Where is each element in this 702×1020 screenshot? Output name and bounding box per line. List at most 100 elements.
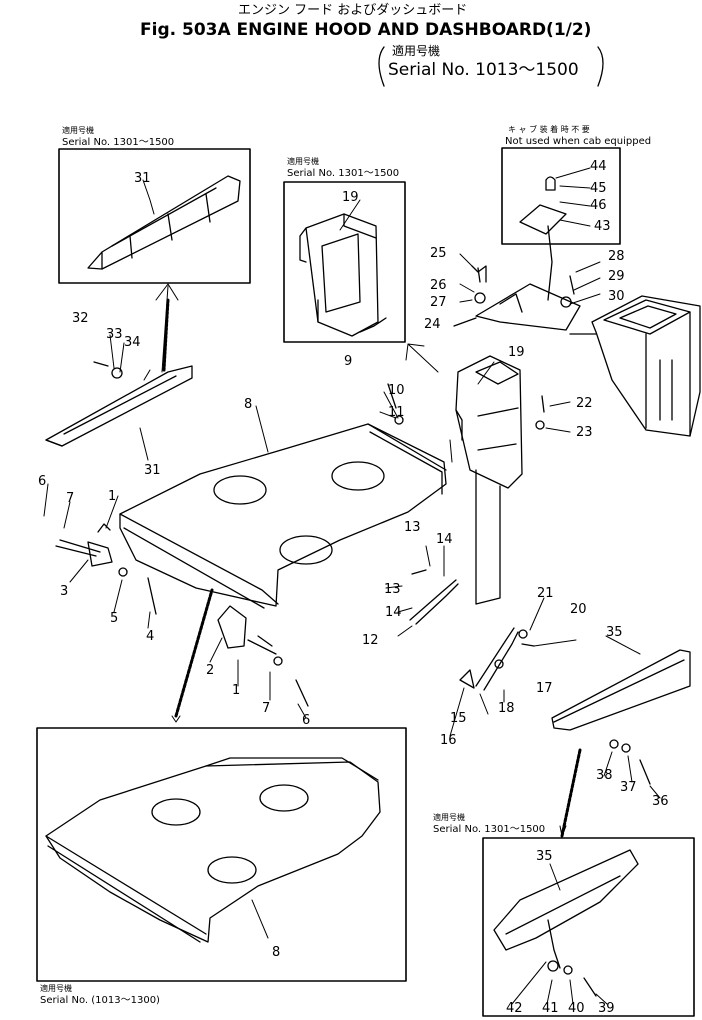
- callout-number: 5: [110, 611, 118, 626]
- hinge-right: [217, 605, 277, 655]
- callout-number: 13: [384, 582, 401, 597]
- callout-number: 18: [498, 701, 515, 716]
- callout-number: 30: [608, 289, 625, 304]
- callout-number: 2: [206, 663, 214, 678]
- callout-layer: 1123456677889101112131314141516171819192…: [38, 159, 669, 1016]
- callout-number: 20: [570, 602, 587, 617]
- inset-top-right-jp: キ ャ ブ 装 着 時 不 要: [508, 125, 590, 134]
- callout-number: 7: [66, 491, 74, 506]
- callout-number: 4: [146, 629, 154, 644]
- callout-number: 42: [506, 1001, 523, 1016]
- bracket-19-inset: [299, 213, 387, 337]
- callout-number: 44: [590, 159, 607, 174]
- callout-number: 36: [652, 794, 669, 809]
- callout-number: 31: [144, 463, 161, 478]
- callout-number: 27: [430, 295, 447, 310]
- inset-bottom-left-jp: 適用号機: [40, 984, 72, 993]
- callout-number: 17: [536, 681, 553, 696]
- callout-number: 26: [430, 278, 447, 293]
- inset-box-bottom-right: [482, 837, 695, 1017]
- callout-number: 3: [60, 584, 68, 599]
- callout-number: 15: [450, 711, 467, 726]
- inset-box-top-right: [501, 147, 621, 245]
- callout-number: 14: [436, 532, 453, 547]
- inset-top-right-note: Not used when cab equipped: [505, 136, 652, 147]
- inset-box-top-left: [58, 148, 251, 284]
- arrow-icon: [174, 588, 214, 718]
- callout-number: 9: [344, 354, 352, 369]
- bracket-left: [378, 46, 385, 87]
- inset-top-left-jp: 適用号機: [62, 126, 94, 135]
- callout-number: 11: [388, 405, 405, 420]
- callout-number: 35: [606, 625, 623, 640]
- callout-number: 12: [362, 633, 379, 648]
- callout-number: 40: [568, 1001, 585, 1016]
- stay-12: [409, 579, 459, 625]
- arrow-icon: [405, 343, 439, 373]
- callout-number: 24: [424, 317, 441, 332]
- callout-number: 13: [404, 520, 421, 535]
- callout-number: 25: [430, 246, 447, 261]
- callout-number: 23: [576, 425, 593, 440]
- callout-number: 1: [232, 683, 240, 698]
- assembly-arrows: [155, 283, 582, 838]
- inset-bottom-left-serial: Serial No. (1013～1300): [40, 995, 160, 1006]
- arrow-icon: [559, 825, 567, 837]
- hinge-left: [55, 523, 113, 567]
- lever-15: [459, 627, 519, 691]
- inset-box-top-middle: [283, 181, 406, 343]
- callout-number: 19: [508, 345, 525, 360]
- inset-box-bottom-left: [36, 727, 407, 982]
- inset-top-middle-jp: 適用号機: [287, 157, 319, 166]
- callout-number: 46: [590, 198, 607, 213]
- inset-top-left-serial: Serial No. 1301～1500: [62, 137, 175, 148]
- callout-number: 10: [388, 383, 405, 398]
- callout-number: 8: [244, 397, 252, 412]
- serial-range: Serial No. 1013～1500: [388, 60, 579, 80]
- title-japanese: エンジン フード およびダッシュボード: [238, 3, 468, 18]
- arrow-icon: [560, 748, 582, 838]
- callout-number: 28: [608, 249, 625, 264]
- figure-title: Fig. 503A ENGINE HOOD AND DASHBOARD(1/2): [140, 20, 592, 40]
- callout-number: 19: [342, 190, 359, 205]
- callout-number: 22: [576, 396, 593, 411]
- engine-hood-8: [119, 423, 447, 609]
- callout-number: 37: [620, 780, 637, 795]
- applicable-label-jp: 適用号機: [392, 44, 441, 58]
- inset-top-middle-serial: Serial No. 1301～1500: [287, 168, 400, 179]
- side-cover-35-inset: [493, 849, 639, 969]
- callout-number: 6: [38, 474, 46, 489]
- callout-number: 39: [598, 1001, 615, 1016]
- fasteners: [93, 267, 651, 997]
- bracket-19: [455, 355, 523, 605]
- inset-bottom-right-jp: 適用号機: [433, 813, 465, 822]
- inset-bottom-right-serial: Serial No. 1301～1500: [433, 824, 546, 835]
- side-cover-31-inset: [87, 175, 241, 270]
- callout-number: 38: [596, 768, 613, 783]
- callout-number: 35: [536, 849, 553, 864]
- side-cover-31: [45, 365, 193, 447]
- callout-number: 32: [72, 311, 89, 326]
- callout-number: 33: [106, 327, 123, 342]
- console-box: [569, 295, 701, 437]
- leader-lines: [43, 167, 661, 1005]
- engine-hood-8-inset: [45, 757, 381, 943]
- bracket-right: [597, 46, 604, 87]
- arrow-icon: [171, 715, 181, 723]
- callout-number: 16: [440, 733, 457, 748]
- callout-number: 6: [302, 713, 310, 728]
- callout-number: 21: [537, 586, 554, 601]
- callout-number: 31: [134, 171, 151, 186]
- callout-number: 43: [594, 219, 611, 234]
- callout-number: 1: [108, 489, 116, 504]
- plate-43-inset: [519, 176, 567, 301]
- callout-number: 29: [608, 269, 625, 284]
- callout-number: 8: [272, 945, 280, 960]
- callout-number: 45: [590, 181, 607, 196]
- callout-number: 14: [385, 605, 402, 620]
- side-cover-35: [551, 649, 691, 731]
- callout-number: 7: [262, 701, 270, 716]
- dashboard-plate-24: [453, 265, 581, 331]
- callout-number: 34: [124, 335, 141, 350]
